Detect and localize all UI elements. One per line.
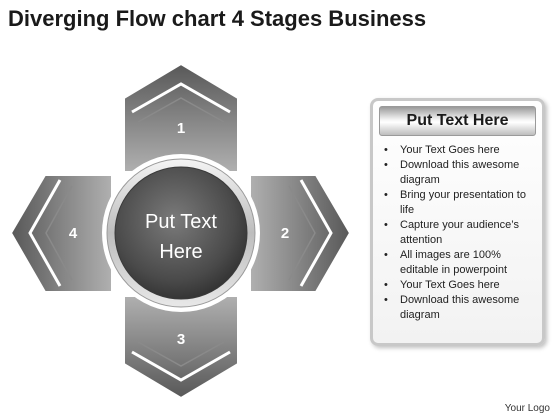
center-label-line1: Put Text	[145, 211, 217, 233]
center-label-line2: Here	[159, 241, 202, 263]
panel-header: Put Text Here	[379, 106, 536, 136]
center-circle	[102, 154, 260, 312]
stage-3-arrow	[123, 295, 239, 400]
panel-header-reflection	[379, 130, 536, 135]
text-panel: Put Text Here Your Text Goes here Downlo…	[370, 98, 545, 346]
bullet-item: Capture your audience’s attention	[381, 218, 534, 248]
page-title: Diverging Flow chart 4 Stages Business	[8, 6, 427, 31]
bullet-item: Download this awesome diagram	[381, 293, 534, 323]
stage-4-arrow	[9, 174, 113, 293]
stage-2-arrow	[249, 174, 352, 293]
stage-1-number: 1	[177, 120, 185, 137]
stage-4-number: 4	[69, 225, 78, 242]
stage-1-arrow	[123, 62, 239, 173]
bullet-item: Bring your presentation to life	[381, 188, 534, 218]
bullet-item: Download this awesome diagram	[381, 158, 534, 188]
stage-3-number: 3	[177, 331, 185, 348]
stage-2-number: 2	[281, 225, 289, 242]
footer-logo-text: Your Logo	[504, 403, 550, 414]
bullet-item: Your Text Goes here	[381, 278, 534, 293]
panel-bullet-list: Your Text Goes here Download this awesom…	[381, 143, 534, 323]
bullet-item: All images are 100% editable in powerpoi…	[381, 248, 534, 278]
bullet-item: Your Text Goes here	[381, 143, 534, 158]
